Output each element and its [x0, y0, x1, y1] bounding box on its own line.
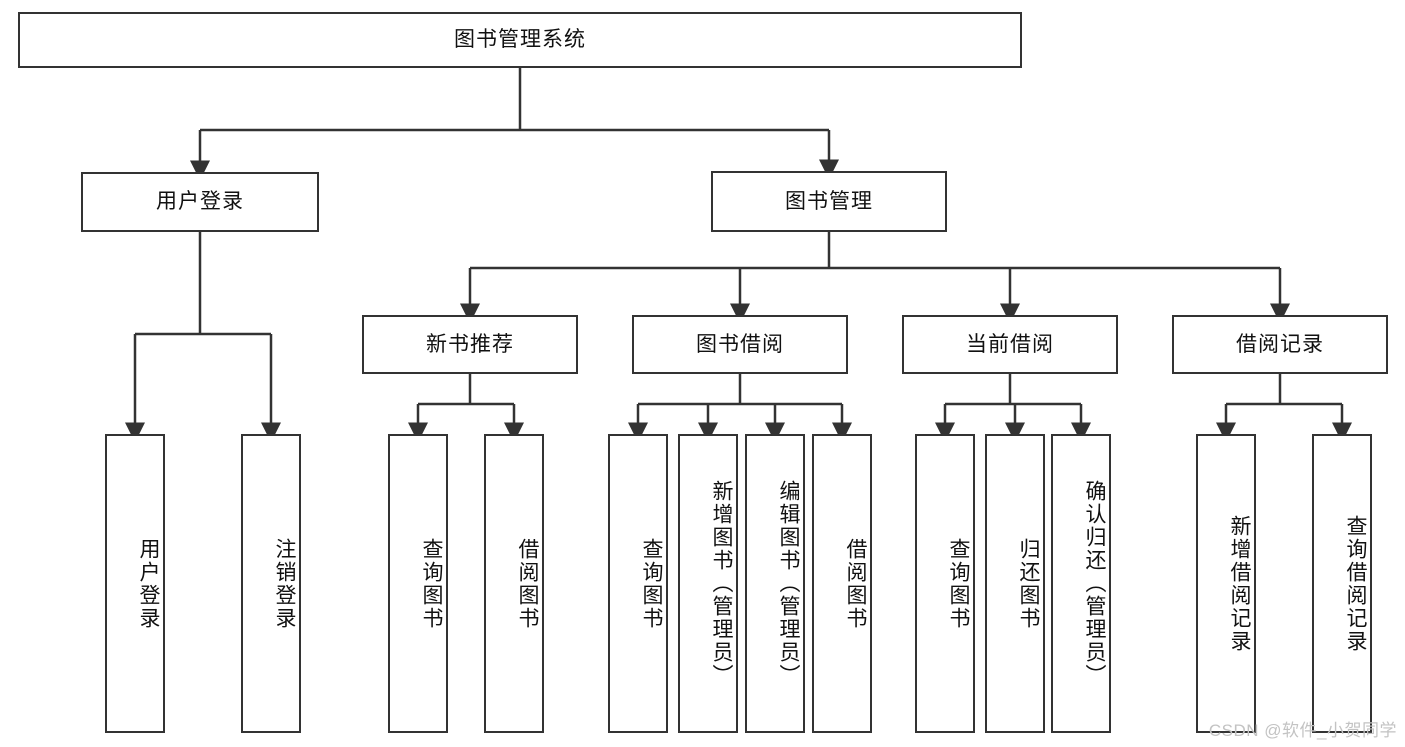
node-leaf-current-confirm-return[interactable]: 确认归还（管理员）	[1051, 434, 1111, 733]
node-leaf-record-query[interactable]: 查询借阅记录	[1312, 434, 1372, 733]
node-root[interactable]: 图书管理系统	[18, 12, 1022, 68]
watermark: CSDN @软件_小贺同学	[1208, 721, 1397, 740]
node-leaf-borrow-add-book[interactable]: 新增图书（管理员）	[678, 434, 738, 733]
node-label: 确认归还（管理员）	[1083, 480, 1106, 687]
node-label: 借阅图书	[516, 537, 539, 630]
node-label: 图书管理	[785, 189, 873, 213]
node-leaf-recommend-borrow-book[interactable]: 借阅图书	[484, 434, 544, 733]
node-label: 用户登录	[137, 537, 160, 630]
node-leaf-recommend-query-book[interactable]: 查询图书	[388, 434, 448, 733]
node-label: 用户登录	[156, 190, 244, 214]
node-leaf-borrow-edit-book[interactable]: 编辑图书（管理员）	[745, 434, 805, 733]
node-leaf-current-query-book[interactable]: 查询图书	[915, 434, 975, 733]
node-label: 查询图书	[640, 537, 663, 630]
node-leaf-borrow-do-borrow[interactable]: 借阅图书	[812, 434, 872, 733]
node-label: 查询图书	[420, 537, 443, 630]
node-leaf-current-return-book[interactable]: 归还图书	[985, 434, 1045, 733]
node-label: 查询图书	[947, 537, 970, 630]
node-book-manage[interactable]: 图书管理	[711, 171, 947, 232]
node-label: 借阅记录	[1236, 332, 1324, 356]
node-label: 借阅图书	[844, 537, 867, 630]
node-label: 新书推荐	[426, 332, 514, 356]
node-label: 图书管理系统	[454, 28, 586, 52]
node-label: 编辑图书（管理员）	[777, 480, 800, 687]
node-new-book-recommend[interactable]: 新书推荐	[362, 315, 578, 374]
node-leaf-user-logout[interactable]: 注销登录	[241, 434, 301, 733]
node-book-borrow[interactable]: 图书借阅	[632, 315, 848, 374]
node-label: 归还图书	[1017, 537, 1040, 630]
node-label: 图书借阅	[696, 332, 784, 356]
node-leaf-user-login[interactable]: 用户登录	[105, 434, 165, 733]
node-label: 当前借阅	[966, 332, 1054, 356]
node-user-login[interactable]: 用户登录	[81, 172, 319, 232]
node-label: 新增图书（管理员）	[710, 480, 733, 687]
node-leaf-record-add[interactable]: 新增借阅记录	[1196, 434, 1256, 733]
node-label: 注销登录	[273, 537, 296, 630]
node-label: 查询借阅记录	[1344, 514, 1367, 653]
node-current-borrow[interactable]: 当前借阅	[902, 315, 1118, 374]
node-borrow-record[interactable]: 借阅记录	[1172, 315, 1388, 374]
node-leaf-borrow-query-book[interactable]: 查询图书	[608, 434, 668, 733]
node-label: 新增借阅记录	[1228, 514, 1251, 653]
